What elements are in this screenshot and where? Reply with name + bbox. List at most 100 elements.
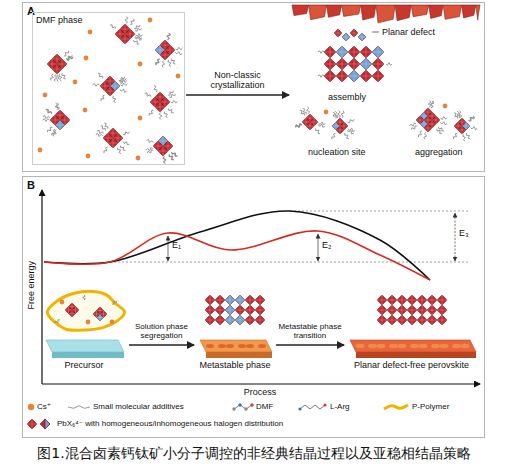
- octahedron: [235, 295, 245, 305]
- octahedron: [407, 295, 417, 305]
- octahedron: [215, 315, 225, 325]
- ligand: [470, 127, 477, 130]
- ligand: [303, 108, 307, 114]
- legend-text: Cs⁺: [37, 402, 51, 412]
- ligand: [112, 301, 117, 305]
- octahedron: [160, 50, 170, 60]
- grain: [206, 344, 214, 348]
- octahedron: [427, 315, 437, 325]
- octahedron: [348, 70, 360, 82]
- octahedron: [458, 126, 466, 134]
- reference-line: [290, 211, 470, 212]
- stage-label: nucleation site: [308, 147, 366, 157]
- ligand: [46, 110, 52, 114]
- legend-icon: [244, 407, 247, 410]
- cation-dot: [88, 30, 93, 35]
- octahedron: [407, 305, 417, 315]
- octahedron: [336, 70, 348, 82]
- energy-curve: [44, 211, 430, 280]
- ligand: [167, 33, 170, 40]
- octahedron: [437, 315, 447, 325]
- crystal-facet: [443, 5, 461, 19]
- octahedron: [427, 295, 437, 305]
- octahedron: [372, 70, 384, 82]
- legend-icon: [232, 407, 235, 410]
- octahedron: [360, 70, 372, 82]
- ligand: [296, 125, 303, 128]
- octahedron: [205, 305, 215, 315]
- octahedron: [342, 33, 350, 41]
- substrate: [356, 352, 476, 358]
- octahedron: [427, 315, 437, 325]
- crystal-facet: [476, 5, 480, 20]
- ligand: [172, 152, 178, 156]
- ligand: [409, 123, 416, 126]
- octahedron: [324, 46, 336, 58]
- ligand: [411, 126, 417, 130]
- octahedron: [348, 58, 360, 70]
- octahedron: [235, 315, 245, 325]
- grain: [246, 344, 254, 348]
- axis-title: Process: [244, 387, 277, 397]
- octahedron: [52, 64, 62, 74]
- ligand: [175, 52, 182, 55]
- ligand: [146, 140, 153, 143]
- legend-text: P-Polymer: [412, 402, 449, 412]
- octahedron: [105, 86, 115, 96]
- octahedron: [255, 295, 265, 305]
- octahedron: [255, 315, 265, 325]
- octahedron: [397, 305, 407, 315]
- stage-label: Planar defect-free perovskite: [354, 360, 469, 370]
- octahedron: [350, 29, 358, 37]
- ligand: [168, 108, 174, 112]
- ligand: [168, 91, 173, 96]
- process-arrow: [276, 344, 344, 345]
- octahedron: [27, 419, 37, 429]
- ligand: [463, 134, 466, 141]
- ligand: [125, 17, 128, 24]
- cation-dot: [443, 104, 448, 109]
- figure-caption: 图1.混合卤素钙钛矿小分子调控的非经典结晶过程以及亚稳相结晶策略: [37, 444, 470, 462]
- ligand: [418, 131, 422, 137]
- stage-label: aggregation: [415, 147, 463, 157]
- connector-label: Non-classic crystallization: [187, 71, 289, 91]
- crystal-facet: [376, 5, 395, 23]
- octahedron: [377, 295, 387, 305]
- octahedron: [52, 64, 62, 74]
- octahedron: [324, 58, 336, 70]
- ligand: [123, 132, 130, 135]
- grain: [218, 344, 226, 348]
- substrate: [200, 340, 272, 352]
- octahedron: [158, 146, 168, 156]
- crystal-illustration: [292, 5, 480, 141]
- crystallization-region: Planar defectassemblynucleation siteaggr…: [290, 6, 480, 168]
- octahedron: [358, 33, 366, 41]
- octahedron: [336, 46, 348, 58]
- leader-line: [372, 32, 379, 33]
- octahedron: [427, 305, 437, 315]
- grain: [389, 344, 398, 348]
- octahedron: [336, 58, 348, 70]
- legend-icon: [234, 405, 252, 409]
- cation-dot: [138, 62, 143, 67]
- octahedron: [205, 305, 215, 315]
- octahedron: [372, 70, 384, 82]
- ligand: [164, 111, 167, 117]
- octahedron: [235, 295, 245, 305]
- octahedron: [97, 314, 104, 321]
- octahedron: [342, 33, 350, 41]
- octahedron: [372, 58, 384, 70]
- ligand: [130, 19, 134, 25]
- octahedron: [372, 46, 384, 58]
- film-illustration: [46, 291, 476, 358]
- octahedron: [158, 146, 168, 156]
- octahedron: [397, 295, 407, 305]
- octahedron: [205, 315, 215, 325]
- octahedron: [397, 305, 407, 315]
- ligand: [96, 134, 103, 137]
- grain: [419, 344, 428, 348]
- octahedron: [437, 295, 447, 305]
- octahedron: [245, 305, 255, 315]
- octahedron: [255, 295, 265, 305]
- ligand: [440, 122, 447, 125]
